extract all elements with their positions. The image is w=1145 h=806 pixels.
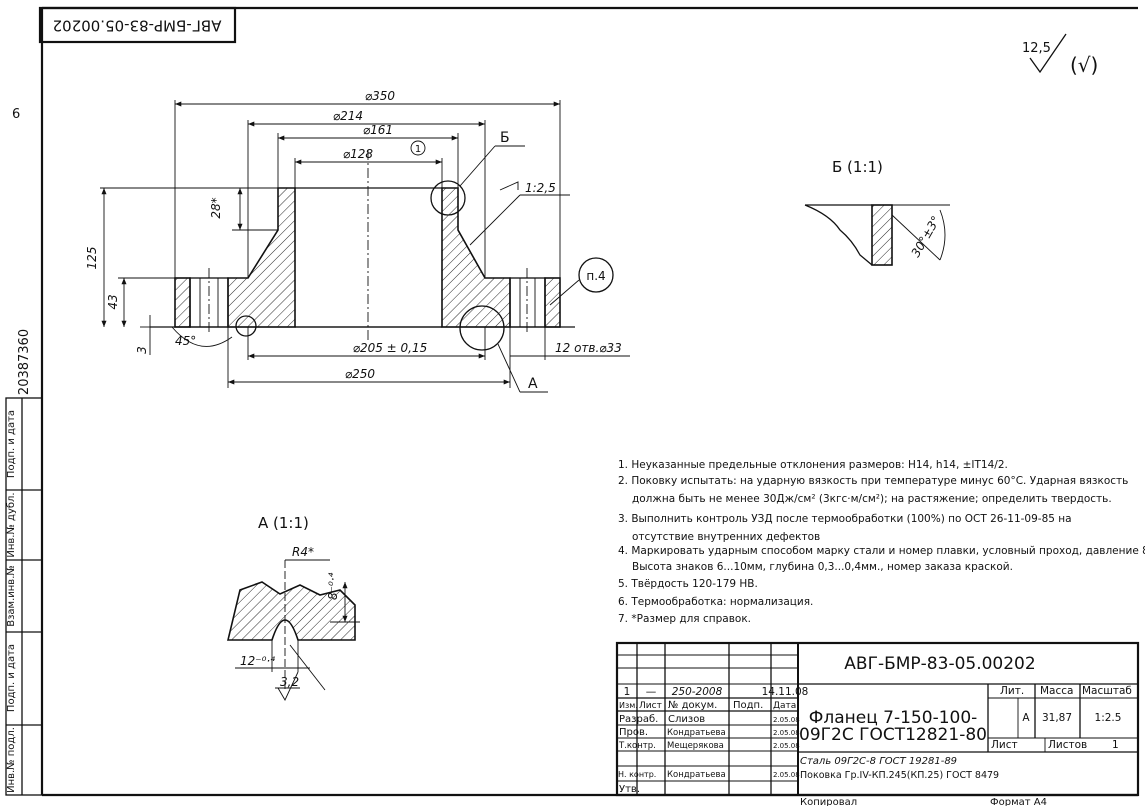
tb-name-2: Кондратьева <box>667 728 726 738</box>
flange-section-view: ⌀350 ⌀214 ⌀161 ⌀128 1 125 43 28* 3 1:2,5… <box>85 89 630 393</box>
side-label-4: Подп. и дата <box>6 644 17 712</box>
tb-role-6: Утв. <box>619 784 640 795</box>
note-2: 2. Поковку испытать: на ударную вязкость… <box>618 475 1128 487</box>
side-label-2: Инв.№ дубл. <box>6 492 17 557</box>
callout-p4: п.4 <box>586 269 605 283</box>
title-block: АВГ-БМР-83-05.00202 Фланец 7-150-100- 09… <box>615 641 1140 806</box>
note-7: 7. *Размер для справок. <box>618 613 751 625</box>
tb-scale-header: Масштаб <box>1082 685 1132 697</box>
technical-notes: 1. Неуказанные предельные отклонения раз… <box>618 459 1145 625</box>
rotated-doc-number: АВГ-БМР-83-05.00202 <box>53 17 222 35</box>
callout-one: 1 <box>415 144 421 155</box>
roughness-suffix: (√) <box>1070 53 1098 77</box>
detail-b-angle: 30°±3° <box>908 214 943 260</box>
tb-scale: 1:2.5 <box>1095 712 1122 724</box>
tb-date-5: 2.05.08 <box>773 771 800 779</box>
roughness-value: 12,5 <box>1022 41 1051 56</box>
note-4b: Высота знаков 6...10мм, глубина 0,3...0,… <box>632 561 1013 573</box>
rotated-doc-stamp: АВГ-БМР-83-05.00202 <box>38 6 237 44</box>
tb-role-1: Разраб. <box>619 714 658 725</box>
tb-role-3: Т.контр. <box>618 741 656 751</box>
tb-change-dash: — <box>646 686 657 698</box>
note-4: 4. Маркировать ударным способом марку ст… <box>618 545 1145 557</box>
tb-col-list: Лист <box>639 701 662 711</box>
dim-d161: ⌀161 <box>363 123 393 137</box>
tb-role-5: Н. контр. <box>618 770 656 779</box>
tb-sheets-label: Листов <box>1048 739 1087 751</box>
dim-taper: 1:2,5 <box>525 181 556 195</box>
tb-name-3: Мещерякова <box>667 741 724 751</box>
tb-name-5: Кондратьева <box>667 770 726 780</box>
note-1: 1. Неуказанные предельные отклонения раз… <box>618 459 1008 471</box>
tb-name-line1: Фланец 7-150-100- <box>809 708 978 728</box>
tb-col-date: Дата <box>773 701 796 711</box>
side-number: 20387360 <box>17 329 32 395</box>
roughness-mark: 12,5 (√) <box>1022 33 1098 77</box>
side-label-3: Взам.инв.№ <box>6 565 17 627</box>
dim-d350: ⌀350 <box>365 89 395 103</box>
tb-name-line2: 09Г2С ГОСТ12821-80 <box>799 725 987 745</box>
tb-mass: 31,87 <box>1042 712 1072 724</box>
detail-a-radius: R4* <box>292 545 314 559</box>
sheet-frame <box>5 6 1138 797</box>
page-mark: 6 <box>12 107 20 122</box>
dim-d205: ⌀205 ± 0,15 <box>353 341 428 355</box>
dim-holes: 12 отв.⌀33 <box>555 341 622 355</box>
dim-h28: 28* <box>209 197 223 218</box>
tb-change-num: 1 <box>624 686 631 698</box>
tb-lit-header: Лит. <box>1000 685 1024 697</box>
side-label-1: Подп. и дата <box>6 410 17 478</box>
dim-d250: ⌀250 <box>345 367 375 381</box>
detail-a-title: А (1:1) <box>258 514 309 532</box>
tb-col-izm: Изм. <box>619 701 638 710</box>
detail-b-view: Б (1:1) 30°±3° <box>804 158 950 266</box>
tb-date-2: 2.05.08 <box>773 729 800 737</box>
detail-a-view: А (1:1) R4* 8⁻⁰·⁴ 12⁻⁰·⁴ 3,2 <box>226 514 360 701</box>
detail-a-dim8: 8⁻⁰·⁴ <box>326 572 340 600</box>
dim-h125: 125 <box>85 247 99 270</box>
callout-a: А <box>528 376 538 392</box>
tb-date-1: 2.05.08 <box>773 716 800 724</box>
tb-material: Сталь 09Г2С-8 ГОСТ 19281-89 <box>800 756 957 767</box>
note-3: 3. Выполнить контроль УЗД после термообр… <box>618 513 1072 525</box>
dim-angle45: 45° <box>175 334 196 348</box>
tb-name-1: Слизов <box>668 714 705 725</box>
tb-sheet-label: Лист <box>991 739 1018 751</box>
detail-a-dim12: 12⁻⁰·⁴ <box>240 654 275 668</box>
tb-forging: Поковка Гр.IV-КП.245(КП.25) ГОСТ 8479 <box>800 770 999 781</box>
tb-date-3: 2.05.08 <box>773 742 800 750</box>
dim-d128: ⌀128 <box>343 147 373 161</box>
tb-role-2: Пров. <box>619 727 648 738</box>
tb-col-doc: № докум. <box>668 700 717 711</box>
detail-a-rough: 3,2 <box>280 675 299 689</box>
detail-b-title: Б (1:1) <box>832 158 883 176</box>
tb-mass-header: Масса <box>1040 685 1073 697</box>
dim-h43: 43 <box>106 294 120 309</box>
tb-lit: А <box>1022 712 1030 724</box>
side-label-5: Инв.№ подл. <box>6 727 17 793</box>
note-6: 6. Термообработка: нормализация. <box>618 596 813 608</box>
tb-copied: Копировал <box>800 797 857 806</box>
dim-d214: ⌀214 <box>333 109 363 123</box>
tb-doc-number: АВГ-БМР-83-05.00202 <box>844 654 1035 674</box>
tb-change-doc: 250-2008 <box>672 686 723 698</box>
tb-sheets: 1 <box>1112 739 1119 751</box>
tb-col-sign: Подп. <box>733 700 763 711</box>
tb-format: Формат А4 <box>990 797 1047 806</box>
dim-h3: 3 <box>135 346 149 354</box>
note-5: 5. Твёрдость 120-179 НВ. <box>618 578 758 590</box>
tb-change-date: 14.11.08 <box>762 686 809 698</box>
side-column-labels: Подп. и дата Инв.№ дубл. Взам.инв.№ Подп… <box>6 410 17 793</box>
note-2b: должна быть не менее 30Дж/см² (3кгс·м/см… <box>632 493 1112 505</box>
callout-b: Б <box>500 130 510 146</box>
note-3b: отсутствие внутренних дефектов <box>632 531 820 543</box>
